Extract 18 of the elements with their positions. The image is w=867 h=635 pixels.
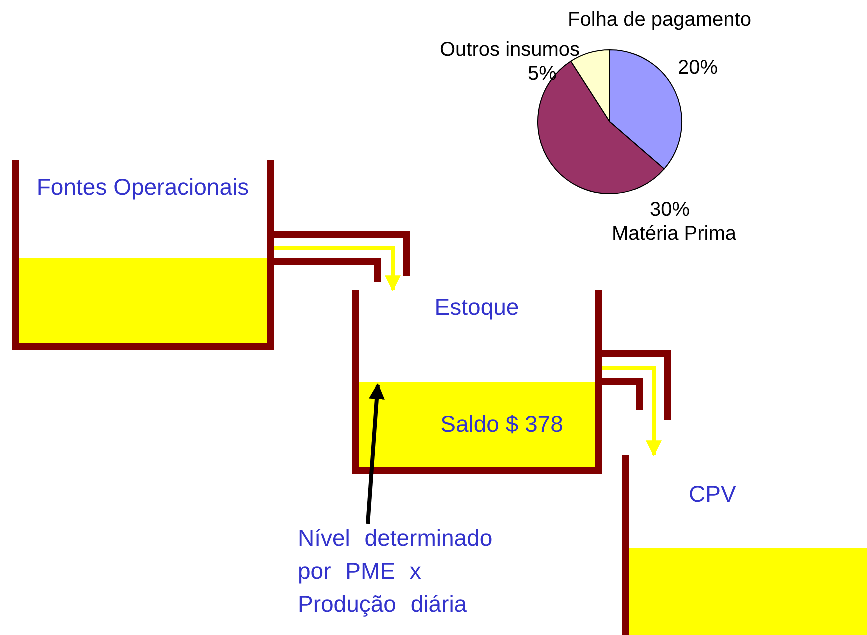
category-label: Outros insumos: [440, 40, 580, 60]
liquid-fill: [359, 382, 595, 467]
value-label: 5%: [528, 64, 557, 84]
annotation-text: Nível determinado por PME x Produção diária: [298, 524, 494, 619]
tank-label: Fontes Operacionais: [36, 173, 250, 202]
tank-label: CPV: [689, 480, 738, 509]
tank-label: Estoque: [434, 293, 520, 322]
tank: [352, 290, 602, 474]
flow-arrow: [274, 246, 401, 292]
category-label: Folha de pagamento: [568, 10, 752, 30]
tank: [622, 455, 867, 635]
flow-arrow: [602, 366, 662, 457]
value-label: 20%: [678, 58, 718, 78]
flow-arrow: [366, 383, 385, 524]
tank: [12, 160, 274, 350]
balance-label: Saldo $ 378: [440, 410, 564, 440]
value-label: 30%: [650, 200, 690, 220]
category-label: Matéria Prima: [612, 224, 736, 244]
